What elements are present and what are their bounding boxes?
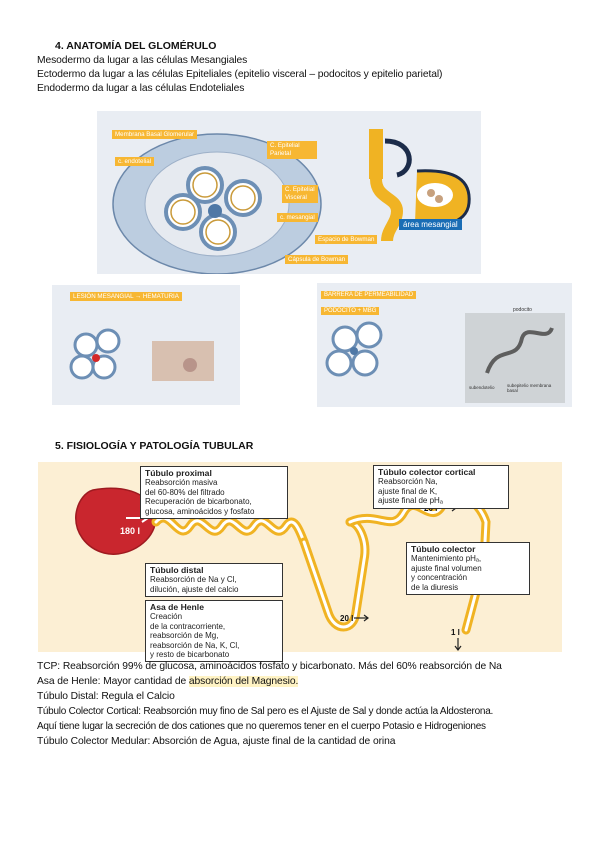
box-title: Asa de Henle — [150, 602, 204, 612]
box-line: de la diuresis — [411, 582, 459, 592]
box-tubulo-distal: Túbulo distal Reabsorción de Na y Cl, di… — [145, 563, 283, 598]
box-title: Túbulo proximal — [145, 468, 212, 478]
box-line: Reabsorción Na, — [378, 477, 438, 487]
box-tubulo-colector: Túbulo colector Mantenimiento pHₐ, ajust… — [406, 542, 530, 596]
note-secrecion: Aquí tiene lugar la secreción de dos cat… — [37, 721, 486, 732]
note-distal: Túbulo Distal: Regula el Calcio — [37, 691, 175, 702]
box-line: Recuperación de bicarbonato, — [145, 497, 252, 507]
box-line: Mantenimiento pHₐ, — [411, 554, 482, 564]
micro-label-podocito: podocito — [513, 307, 532, 313]
flow-1: 1 l — [451, 628, 460, 637]
label-epitelial-parietal: C. Epitelial Parietal — [267, 141, 317, 159]
label-podocito-mbg: PODOCITO + MBG — [321, 307, 380, 315]
box-line: y concentración — [411, 573, 468, 583]
box-tubulo-proximal: Túbulo proximal Reabsorción masiva del 6… — [140, 466, 288, 520]
label-barrera: BARRERA DE PERMEABILIDAD — [321, 291, 417, 299]
section-5-heading: 5. FISIOLOGÍA Y PATOLOGÍA TUBULAR — [55, 440, 254, 452]
text-line: Ectodermo da lugar a las células Epiteli… — [37, 69, 443, 80]
box-line: y resto de bicarbonato — [150, 650, 230, 660]
label-espacio-bowman: Espacio de Bowman — [315, 235, 378, 244]
note-highlight-magnesio: absorción del Magnesio. — [188, 676, 299, 687]
box-line: dilución, ajuste del calcio — [150, 584, 239, 594]
box-line: del 60-80% del filtrado — [145, 487, 225, 497]
note-colector-medular: Túbulo Colector Medular: Absorción de Ag… — [37, 736, 396, 747]
glomerulus-lesion-illustration — [69, 328, 214, 381]
label-epitelial-visceral: C. Epitelial Visceral — [282, 185, 318, 203]
box-line: ajuste final volumen — [411, 563, 482, 573]
label-membrana-basal: Membrana Basal Glomerular — [112, 130, 198, 139]
box-colector-cortical: Túbulo colector cortical Reabsorción Na,… — [373, 465, 509, 509]
box-line: ajuste final de K, — [378, 486, 438, 496]
box-asa-henle: Asa de Henle Creación de la contracorrie… — [145, 600, 283, 663]
label-endotelial: c. endotelial — [115, 157, 155, 166]
label-lesion-mesangial: LESIÓN MESANGIAL → HEMATURIA — [70, 292, 182, 301]
label-mesangial: c. mesangial — [277, 213, 318, 222]
podocyte-illustration — [325, 313, 565, 403]
box-line: Reabsorción de Na y Cl, — [150, 575, 237, 585]
note-colector-cortical: Túbulo Colector Cortical: Reabsorción mu… — [37, 706, 494, 717]
flow-180: 180 l — [120, 526, 141, 536]
text-line: Mesodermo da lugar a las células Mesangi… — [37, 55, 248, 66]
label-capsula-bowman: Cápsula de Bowman — [285, 255, 349, 264]
box-line: ajuste final de pHₐ — [378, 496, 443, 506]
box-line: reabsorción de Mg, — [150, 631, 219, 641]
flow-20-b: 20 l — [340, 614, 354, 623]
box-line: de la contracorriente, — [150, 621, 226, 631]
note-asa-henle-text: Asa de Henle: Mayor cantidad de — [37, 676, 189, 687]
nephron-figure: 180 l 20 l 20 l 1 l Túbulo proximal Reab… — [38, 462, 562, 663]
label-area-mesangial: área mesangial — [399, 219, 462, 230]
micro-label-subendotelio: subendotelio — [469, 385, 495, 390]
note-tcp: TCP: Reabsorción 99% de glucosa, aminoác… — [37, 661, 502, 672]
micro-label-subepitelio: subepitelio membrana basal — [507, 383, 552, 393]
box-line: Reabsorción masiva — [145, 478, 218, 488]
section-4-heading: 4. ANATOMÍA DEL GLOMÉRULO — [55, 40, 217, 52]
glomerulus-diagram: Membrana Basal Glomerular c. endotelial … — [97, 111, 481, 274]
box-title: Túbulo colector — [411, 544, 476, 554]
box-line: Creación — [150, 612, 183, 622]
note-asa-henle: Asa de Henle: Mayor cantidad de absorció… — [37, 676, 298, 687]
text-line: Endodermo da lugar a las células Endotel… — [37, 83, 245, 94]
box-title: Túbulo distal — [150, 565, 204, 575]
glomerulus-illustration — [112, 129, 471, 274]
permeability-barrier-panel: BARRERA DE PERMEABILIDAD PODOCITO + MBG … — [317, 283, 572, 407]
box-line: glucosa, aminoácidos y fosfato — [145, 506, 255, 516]
box-title: Túbulo colector cortical — [378, 467, 476, 477]
mesangial-lesion-panel: LESIÓN MESANGIAL → HEMATURIA — [52, 285, 240, 405]
box-line: reabsorción de Na, K, Cl, — [150, 640, 240, 650]
